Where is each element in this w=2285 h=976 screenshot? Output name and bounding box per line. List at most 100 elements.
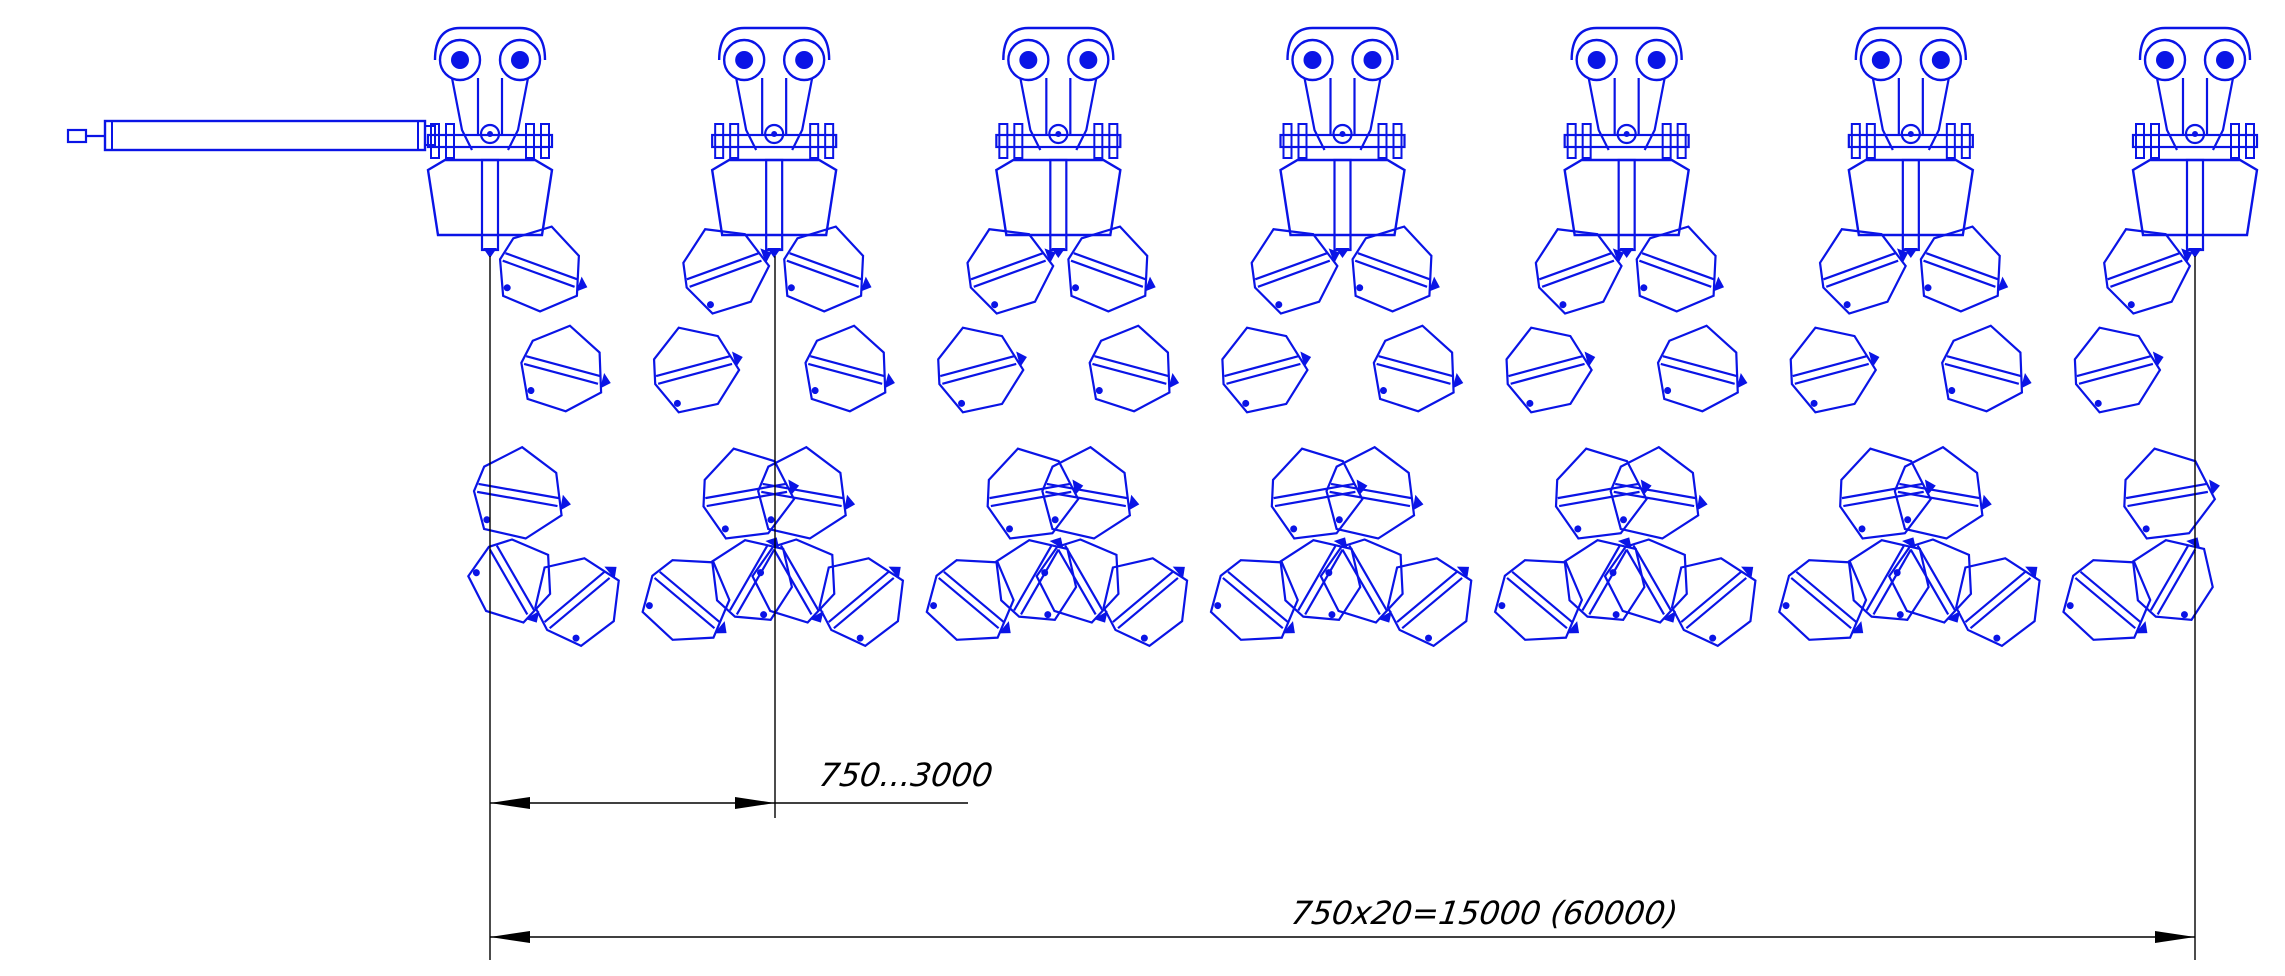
pin-hole — [991, 301, 999, 309]
plate-bar — [1070, 259, 1144, 288]
link-plate — [783, 225, 872, 313]
triangle-tip — [788, 479, 800, 496]
link-plate — [1670, 557, 1757, 648]
triangle-tip — [1452, 372, 1464, 389]
head-post — [480, 158, 500, 252]
plate-outline — [2073, 326, 2162, 414]
plate-outline — [1493, 559, 1584, 641]
plate-bar — [761, 490, 842, 508]
plate-outline — [1041, 445, 1132, 540]
hanger — [1927, 77, 1950, 151]
wheel-hub — [795, 51, 814, 69]
pin-hole — [1425, 634, 1433, 642]
plate-outline — [937, 326, 1025, 414]
drive-cylinder — [66, 119, 436, 152]
wheel-hub — [1931, 51, 1950, 69]
wheel — [1919, 38, 1963, 82]
triangle-tip — [1612, 248, 1625, 264]
head-tip — [1051, 248, 1066, 258]
plate-outline — [1919, 225, 2001, 313]
link-plate — [1887, 538, 1973, 624]
triangle-tip — [1712, 276, 1725, 292]
link-plate — [1789, 326, 1880, 414]
plate-bar — [942, 362, 1017, 385]
pin-hole — [527, 387, 535, 395]
plate-bar — [1227, 570, 1289, 623]
plate-bar — [1897, 490, 1979, 508]
pivot — [1900, 123, 1921, 145]
pin-hole — [1559, 301, 1567, 309]
head-plate — [710, 158, 838, 237]
bolt — [525, 123, 535, 159]
plate-outline — [1088, 324, 1171, 413]
pivot — [479, 123, 501, 145]
plate-outline — [520, 324, 603, 413]
plate-bar — [1378, 355, 1453, 378]
link-plate — [498, 225, 588, 313]
link-plate — [1778, 559, 1868, 641]
head-tip — [1903, 248, 1918, 258]
pin-hole — [1640, 284, 1648, 292]
bolt — [1282, 123, 1293, 159]
plate-bar — [773, 549, 813, 615]
plate-outline — [1250, 228, 1339, 315]
plate-outline — [1893, 445, 1984, 540]
plate-outline — [804, 324, 887, 413]
bolt — [998, 123, 1009, 159]
plate-bar — [1944, 362, 2020, 385]
pin-hole — [2180, 611, 2188, 619]
head-plate — [1847, 158, 1975, 237]
bolt — [2245, 123, 2255, 159]
plate-bar — [828, 570, 890, 623]
pivot-pin — [1055, 131, 1062, 137]
triangle-tip — [1412, 494, 1424, 511]
pin-hole — [1709, 634, 1717, 642]
plate-bar — [1925, 252, 1999, 281]
pin-hole — [1904, 516, 1912, 524]
plate-bar — [495, 545, 536, 611]
triangle-tip — [576, 276, 588, 292]
pivot-pin — [487, 131, 493, 137]
pin-hole — [2094, 399, 2102, 407]
plate-outline — [1325, 445, 1416, 540]
plate-bar — [970, 252, 1044, 281]
plate-bar — [1348, 545, 1388, 611]
triangle-tip — [1144, 276, 1156, 292]
link-plate — [1209, 559, 1299, 641]
bolt — [824, 123, 835, 159]
bolt — [1566, 123, 1577, 159]
pin-hole — [572, 634, 580, 642]
bolt — [1850, 123, 1861, 159]
bolt — [1945, 123, 1956, 159]
triangle-tip — [600, 372, 611, 389]
wheel — [498, 38, 542, 82]
cylinder-clevis — [424, 125, 436, 146]
trolley — [1563, 26, 1690, 258]
head-plate — [426, 158, 554, 237]
pin-hole — [483, 516, 491, 524]
link-plate — [1067, 225, 1156, 313]
plate-bar — [658, 570, 721, 623]
plate-bar — [1092, 362, 1167, 385]
triangle-tip — [1924, 479, 1936, 496]
bolt — [1392, 123, 1403, 159]
pin-hole — [1948, 387, 1956, 395]
trolley — [995, 26, 1122, 258]
triangle-tip — [1662, 611, 1676, 623]
plate-outline — [1887, 538, 1973, 624]
hanger — [507, 77, 530, 151]
wheel — [1859, 38, 1903, 82]
plate-bar — [1376, 362, 1451, 385]
plate-bar — [1825, 259, 1899, 288]
head-post — [765, 158, 784, 252]
head-plate — [995, 158, 1122, 237]
triangle-tip — [1851, 621, 1864, 634]
plate-bar — [939, 355, 1015, 378]
plate-bar — [543, 570, 606, 623]
pin-hole — [1379, 387, 1387, 395]
wheel — [1067, 38, 1110, 82]
head-plate — [1563, 158, 1690, 237]
plate-outline — [1670, 557, 1757, 648]
triangle-tip — [1093, 611, 1108, 623]
